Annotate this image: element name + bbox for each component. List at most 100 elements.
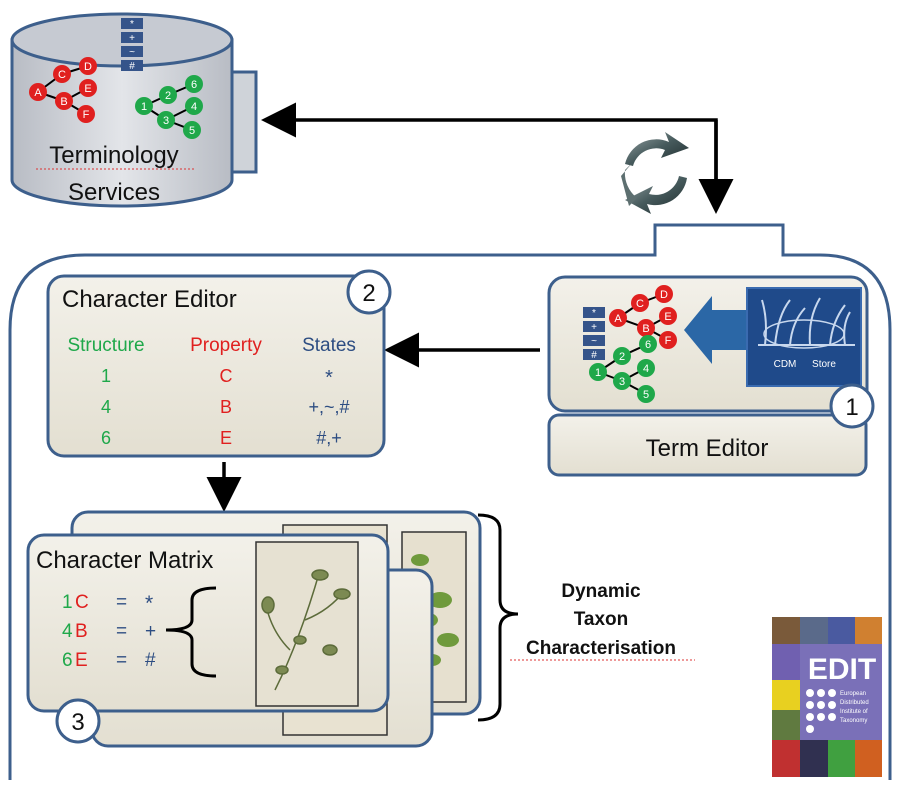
matrix-row2-eq: = bbox=[116, 621, 127, 642]
matrix-row1-num: 1 bbox=[62, 592, 73, 613]
svg-text:F: F bbox=[665, 335, 672, 347]
edit-logo-title: EDIT bbox=[808, 653, 876, 686]
svg-text:2: 2 bbox=[619, 351, 625, 363]
svg-text:B: B bbox=[642, 323, 649, 335]
svg-text:D: D bbox=[84, 61, 92, 73]
plant-specimen-icon bbox=[261, 569, 351, 691]
matrix-row3-eq: = bbox=[116, 650, 127, 671]
svg-text:3: 3 bbox=[619, 376, 625, 388]
svg-text:C: C bbox=[58, 69, 66, 81]
svg-text:1: 1 bbox=[595, 367, 601, 379]
symbol-stack: * + ~ # bbox=[121, 18, 143, 72]
herbarium-sheet-front bbox=[255, 541, 359, 707]
header-states: States bbox=[302, 335, 356, 356]
svg-text:3: 3 bbox=[163, 115, 169, 127]
matrix-rows: 1 C = * 4 B = + 6 E = # bbox=[62, 592, 156, 671]
svg-text:6: 6 bbox=[191, 79, 197, 91]
term-editor-symbols: * + ~ # bbox=[583, 307, 605, 361]
step-3-number: 3 bbox=[71, 709, 84, 736]
term-editor-label: Term Editor bbox=[646, 435, 769, 462]
svg-text:*: * bbox=[130, 19, 134, 30]
svg-text:2: 2 bbox=[165, 90, 171, 102]
green-term-nodes: 1 2 6 3 4 5 bbox=[135, 75, 203, 139]
edit-dots-icon bbox=[806, 689, 836, 733]
edit-logo-line1: European bbox=[840, 691, 866, 697]
sync-arrow bbox=[261, 102, 734, 214]
svg-text:E: E bbox=[664, 311, 671, 323]
edit-logo-line4: Taxonomy bbox=[840, 718, 867, 724]
matrix-row-brace bbox=[165, 586, 217, 678]
matrix-row2-num: 4 bbox=[62, 621, 73, 642]
svg-text:+: + bbox=[129, 33, 135, 44]
step-2-badge bbox=[346, 269, 392, 315]
terminology-title-line2: Services bbox=[68, 179, 160, 206]
matrix-row2-state: + bbox=[145, 621, 156, 642]
store-label: Store bbox=[812, 359, 836, 370]
matrix-row3-state: # bbox=[145, 650, 156, 671]
term-editor-label-box bbox=[547, 413, 868, 477]
svg-text:*: * bbox=[592, 308, 596, 319]
row1-structure: 1 bbox=[101, 366, 111, 386]
svg-text:#: # bbox=[591, 350, 597, 361]
edit-logo-line3: Institute of bbox=[840, 709, 868, 715]
system-container bbox=[8, 223, 892, 780]
svg-text:1: 1 bbox=[141, 101, 147, 113]
row1-states: * bbox=[325, 367, 333, 389]
character-matrix-stack: Character Matrix 1 C = * 4 B = + 6 E = #… bbox=[26, 510, 482, 748]
svg-text:5: 5 bbox=[643, 389, 649, 401]
edit-logo-line2: Distributed bbox=[840, 700, 869, 706]
svg-text:A: A bbox=[614, 313, 622, 325]
svg-text:5: 5 bbox=[189, 125, 195, 137]
cdm-disk-icon bbox=[763, 319, 845, 349]
row2-property: B bbox=[220, 397, 232, 417]
svg-text:B: B bbox=[60, 96, 67, 108]
row2-states: +,~,# bbox=[308, 397, 349, 417]
step-3-badge bbox=[55, 698, 101, 744]
matrix-row3-num: 6 bbox=[62, 650, 73, 671]
dynamic-label-line1: Dynamic bbox=[561, 581, 641, 602]
dynamic-brace bbox=[477, 513, 519, 722]
header-property: Property bbox=[190, 335, 262, 356]
cdm-import-arrow-icon bbox=[684, 296, 752, 364]
dynamic-label-line2: Taxon bbox=[574, 609, 629, 630]
svg-text:4: 4 bbox=[191, 101, 197, 113]
step-1-number: 1 bbox=[845, 394, 858, 421]
character-editor-panel: Character Editor 2 Structure Property St… bbox=[46, 269, 392, 458]
svg-text:D: D bbox=[660, 289, 668, 301]
cdm-label: CDM bbox=[774, 359, 797, 370]
red-term-nodes: A C D B E F bbox=[29, 57, 97, 123]
row3-structure: 6 bbox=[101, 428, 111, 448]
svg-text:E: E bbox=[84, 83, 91, 95]
edit-logo: EDIT European Distributed Institute of T… bbox=[772, 617, 882, 777]
header-structure: Structure bbox=[67, 335, 144, 356]
matrix-row1-letter: C bbox=[75, 592, 89, 613]
svg-text:+: + bbox=[591, 322, 597, 333]
svg-text:~: ~ bbox=[129, 47, 135, 58]
row2-structure: 4 bbox=[101, 397, 111, 417]
matrix-row3-letter: E bbox=[75, 650, 88, 671]
matrix-row1-eq: = bbox=[116, 592, 127, 613]
terminology-services-database: * + ~ # A C D B E F bbox=[10, 12, 258, 208]
svg-text:6: 6 bbox=[645, 339, 651, 351]
step-2-number: 2 bbox=[362, 280, 375, 307]
cdm-plant-icon bbox=[758, 297, 855, 346]
row1-property: C bbox=[220, 366, 233, 386]
term-editor-red-nodes: A C D B E F bbox=[609, 285, 677, 349]
sync-cycle-icon bbox=[621, 132, 689, 214]
svg-text:~: ~ bbox=[591, 336, 597, 347]
svg-text:#: # bbox=[129, 61, 135, 72]
character-matrix-title: Character Matrix bbox=[36, 547, 213, 574]
svg-text:4: 4 bbox=[643, 363, 649, 375]
svg-text:F: F bbox=[83, 109, 90, 121]
matrix-row2-letter: B bbox=[75, 621, 88, 642]
dynamic-label-line3: Characterisation bbox=[526, 638, 676, 659]
svg-text:C: C bbox=[636, 298, 644, 310]
terminology-title-line1: Terminology bbox=[49, 142, 178, 169]
step-1-badge bbox=[829, 383, 875, 429]
row3-states: #,+ bbox=[316, 428, 342, 448]
row3-property: E bbox=[220, 428, 232, 448]
term-editor-panel: Term Editor * + ~ # A C bbox=[547, 275, 875, 477]
term-editor-green-nodes: 2 6 1 4 3 5 bbox=[589, 335, 657, 403]
database-body bbox=[10, 38, 234, 208]
